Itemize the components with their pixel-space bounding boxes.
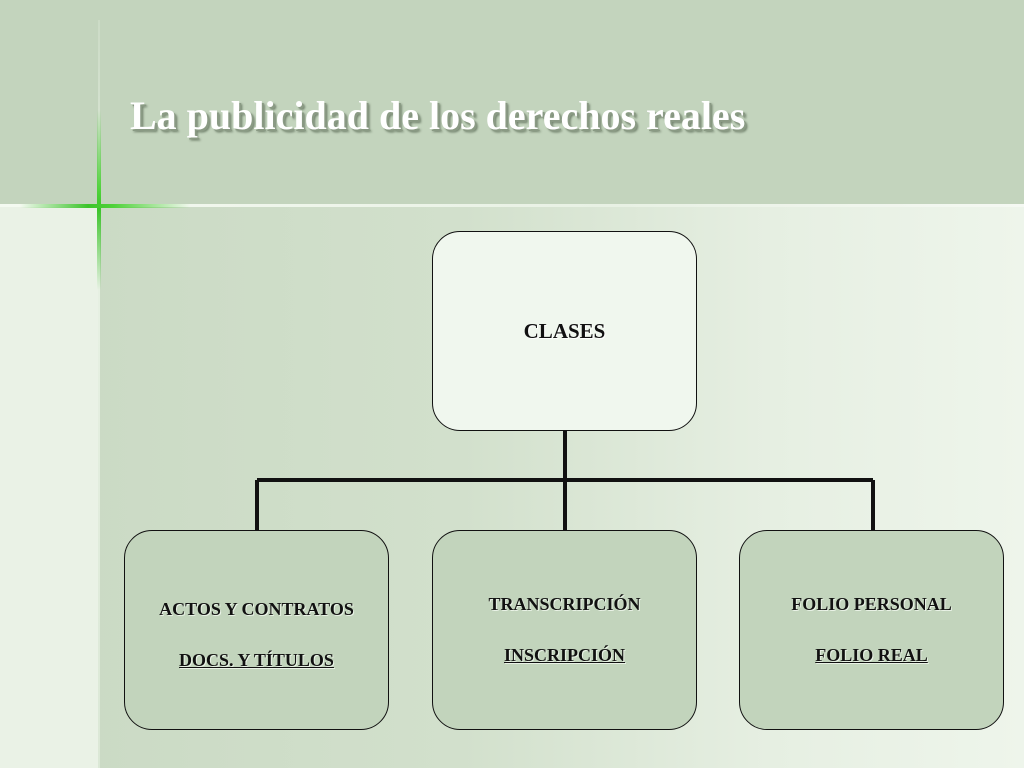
root-node-box: CLASES (432, 231, 697, 431)
header-separator-line (0, 204, 1024, 207)
child-node-2-line-2: INSCRIPCIÓN (503, 645, 626, 665)
green-cross-horizontal (20, 204, 190, 208)
child-node-3-line-2: FOLIO REAL (815, 645, 928, 665)
child-node-1-line-2: DOCS. Y TÍTULOS (179, 650, 334, 670)
header-background (0, 0, 1024, 206)
child-node-2-line-1: TRANSCRIPCIÓN (488, 594, 641, 614)
child-node-box-1: ACTOS Y CONTRATOS DOCS. Y TÍTULOS (124, 530, 389, 730)
vertical-accent-line (98, 20, 100, 768)
child-node-3-line-1: FOLIO PERSONAL (791, 594, 952, 614)
child-node-box-3: FOLIO PERSONAL FOLIO REAL (739, 530, 1004, 730)
root-node-label: CLASES (523, 318, 606, 343)
child-node-box-2: TRANSCRIPCIÓN INSCRIPCIÓN (432, 530, 697, 730)
left-strip (0, 206, 100, 768)
green-cross-vertical (97, 110, 101, 290)
slide-title: La publicidad de los derechos reales (130, 93, 746, 138)
child-node-1-line-1: ACTOS Y CONTRATOS (159, 599, 354, 619)
